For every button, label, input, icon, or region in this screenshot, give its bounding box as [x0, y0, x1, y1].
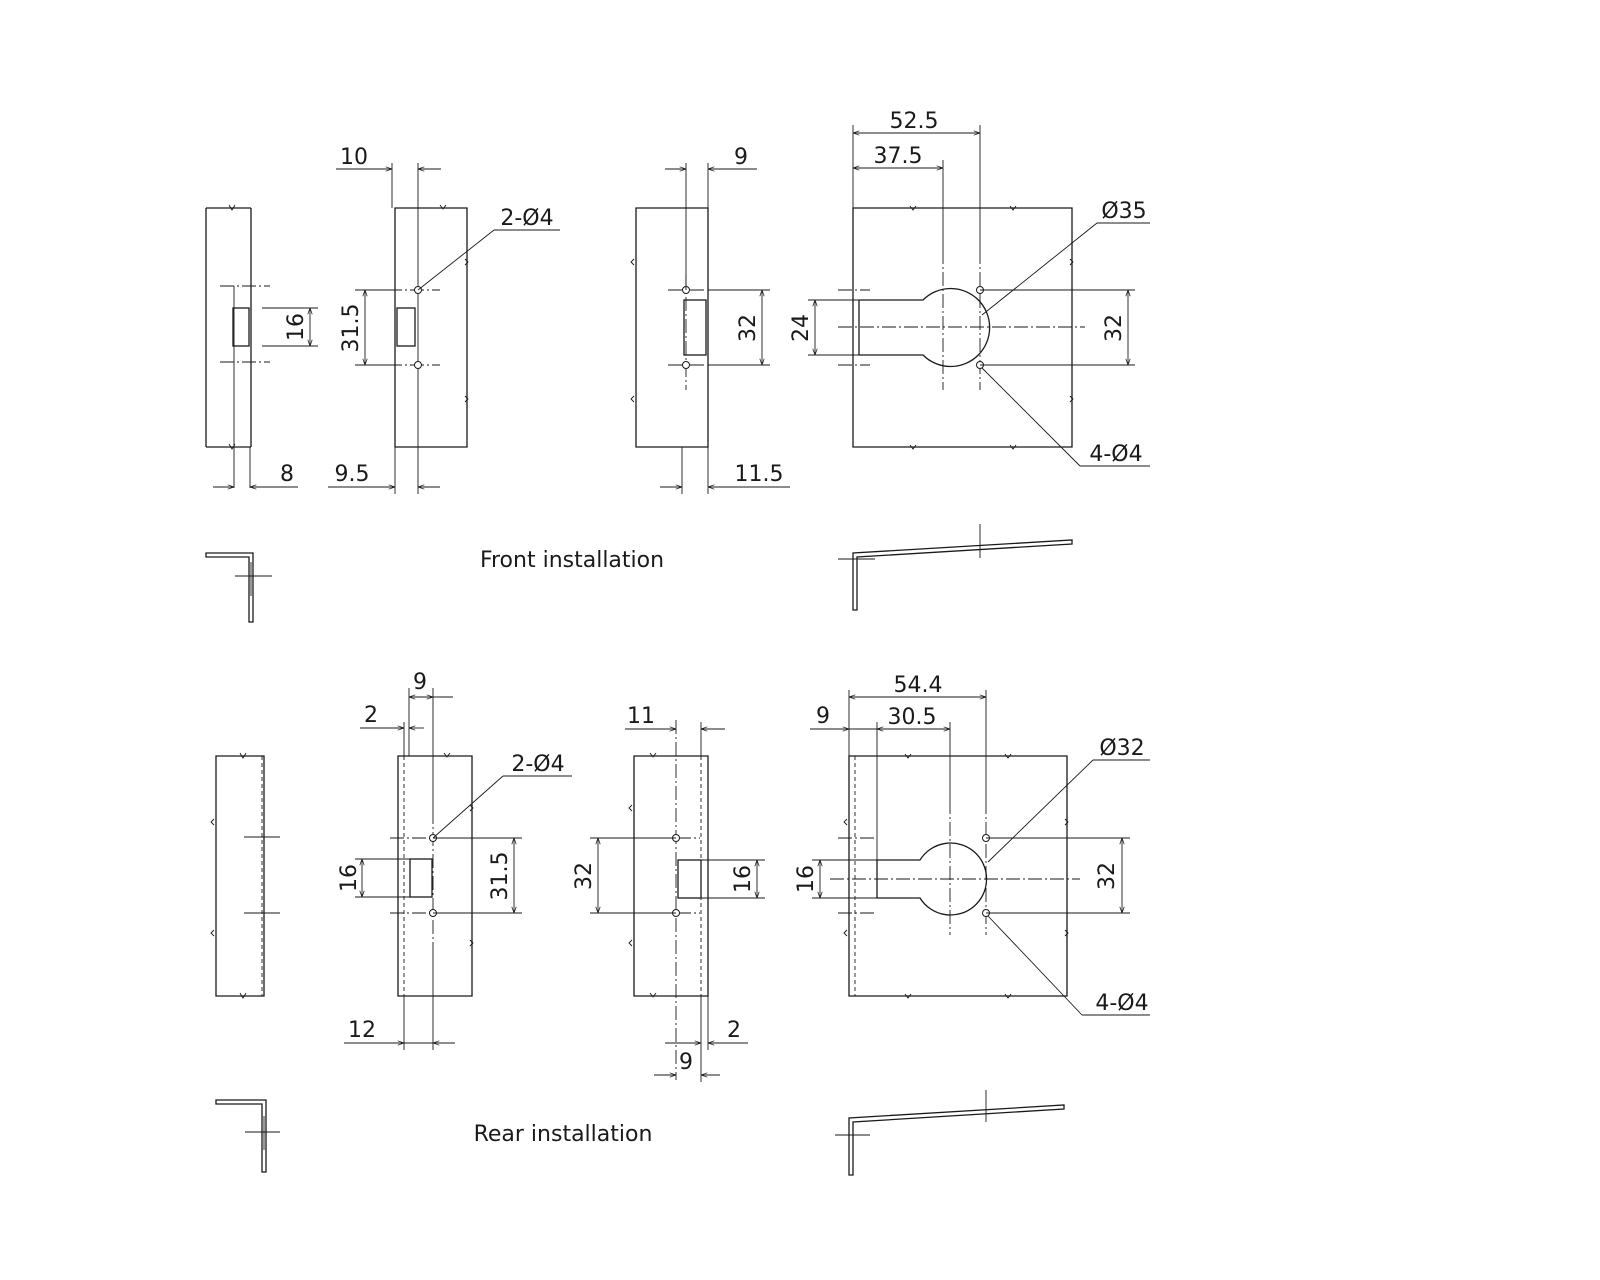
hole-2-d4: 2-Ø4 [511, 752, 564, 777]
dim-30-5: 30.5 [888, 705, 937, 730]
dim-32-right: 32 [1102, 314, 1127, 342]
dim-2-bottom: 2 [727, 1018, 741, 1043]
dim-8: 8 [280, 462, 294, 487]
rear-bracket-profile-left [215, 1099, 280, 1173]
rear-installation-title: Rear installation [474, 1122, 653, 1147]
hole-d35: Ø35 [1101, 199, 1146, 224]
dim-12: 12 [348, 1018, 376, 1043]
rear-view-1 [210, 752, 280, 999]
dim-9-top: 9 [413, 670, 427, 695]
front-bracket-profile-left [205, 552, 272, 623]
rear-view-4: 54.4 30.5 9 Ø32 32 16 4-Ø4 [794, 673, 1150, 1016]
dim-9-5: 9.5 [335, 462, 370, 487]
dim-52-5: 52.5 [890, 109, 939, 134]
rear-bracket-profile-right [835, 1090, 1065, 1176]
front-view-4: 52.5 37.5 Ø35 32 24 4-Ø4 [789, 109, 1150, 467]
front-installation: 16 8 10 2-Ø4 31.5 [205, 109, 1150, 623]
front-view-1: 16 8 [205, 204, 318, 488]
hole-4-d4: 4-Ø4 [1095, 991, 1148, 1016]
dim-16: 16 [284, 313, 309, 341]
dim-11-5: 11.5 [735, 462, 784, 487]
front-bracket-profile-right [838, 524, 1073, 611]
hole-2-d4: 2-Ø4 [500, 206, 553, 231]
rear-view-3: 11 32 16 2 9 [572, 704, 765, 1082]
dim-24: 24 [789, 314, 814, 342]
hole-d32: Ø32 [1099, 736, 1144, 761]
dim-16-left: 16 [337, 864, 362, 892]
dim-9-left: 9 [816, 704, 830, 729]
front-view-3: 9 32 11.5 [630, 145, 790, 494]
hole-4-d4: 4-Ø4 [1089, 442, 1142, 467]
front-view-2: 10 2-Ø4 31.5 9.5 [328, 145, 560, 494]
dim-31-5: 31.5 [339, 304, 364, 353]
dim-16-panel: 16 [794, 865, 819, 893]
dim-32-left: 32 [572, 862, 597, 890]
rear-view-2: 9 2 2-Ø4 16 31.5 12 [337, 670, 572, 1050]
dim-2-top: 2 [364, 703, 378, 728]
dim-54-4: 54.4 [894, 673, 943, 698]
dim-31-5: 31.5 [488, 852, 513, 901]
dim-10: 10 [340, 145, 368, 170]
front-installation-title: Front installation [480, 548, 664, 573]
dim-11: 11 [627, 704, 655, 729]
dim-32: 32 [736, 314, 761, 342]
dim-9-bottom: 9 [679, 1050, 693, 1075]
dim-16-right: 16 [731, 865, 756, 893]
dim-32-right: 32 [1095, 862, 1120, 890]
dim-9: 9 [734, 145, 748, 170]
dim-37-5: 37.5 [874, 144, 923, 169]
rear-installation: 9 2 2-Ø4 16 31.5 12 [210, 670, 1150, 1176]
